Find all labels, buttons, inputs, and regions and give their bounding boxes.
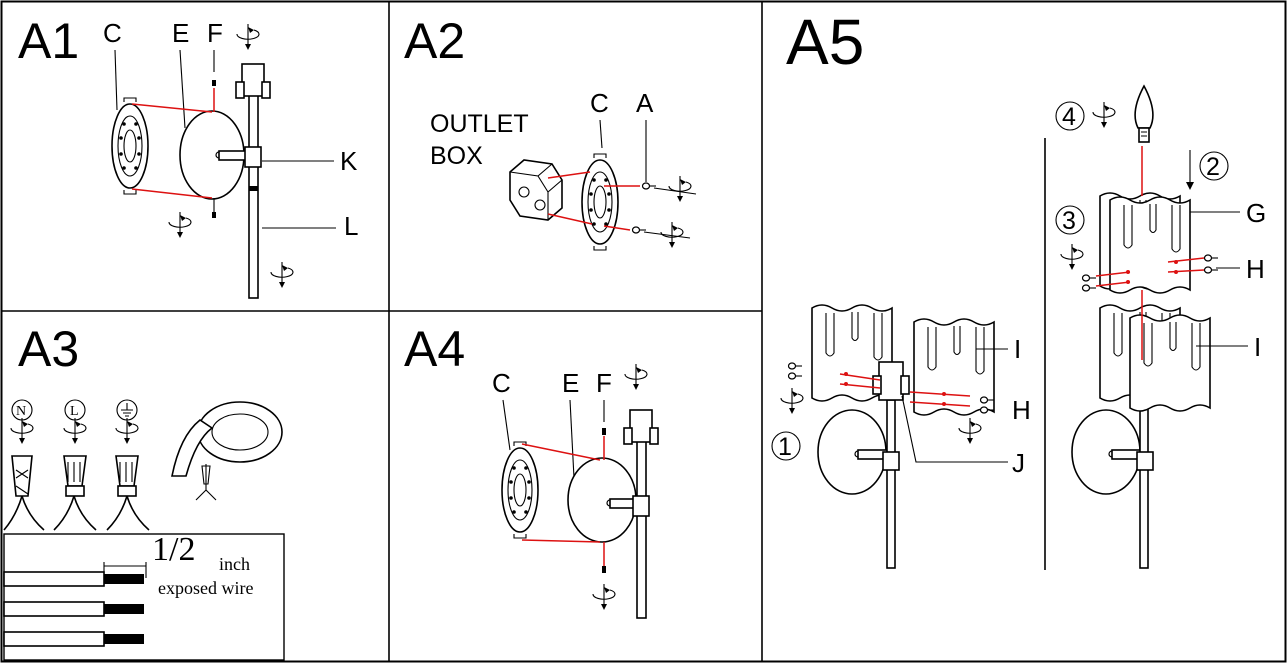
- electrical-tape: [171, 401, 283, 477]
- label-f: F: [207, 18, 223, 48]
- label-g: G: [1246, 198, 1266, 228]
- panel-a1: A1 C E F K L: [18, 13, 358, 299]
- ground-symbol: [116, 399, 138, 421]
- rotate-icon: [1060, 243, 1084, 271]
- strip-length-fraction: 1/2: [152, 531, 195, 568]
- step-2-3-4-assembly: [1060, 84, 1219, 569]
- svg-text:N: N: [16, 404, 26, 419]
- svg-text:4: 4: [1062, 103, 1076, 131]
- stripped-wire: [3, 571, 144, 587]
- rotate-icon: [10, 417, 34, 445]
- panel-title-a5: A5: [786, 6, 864, 78]
- label-e: E: [172, 18, 189, 48]
- stripped-wire: [3, 601, 144, 617]
- rotate-icon: [592, 583, 616, 611]
- svg-text:3: 3: [1062, 207, 1076, 235]
- panel-title-a4: A4: [404, 321, 465, 377]
- outlet-box-label-line1: OUTLET: [430, 110, 529, 138]
- mounting-plate: [501, 441, 539, 539]
- label-i: I: [1254, 332, 1261, 362]
- label-c: C: [590, 88, 609, 118]
- canopy: [179, 110, 250, 200]
- panel-a5: A5 1 I H J: [771, 6, 1266, 570]
- live-symbol: L: [64, 399, 86, 421]
- svg-text:1: 1: [778, 433, 792, 461]
- svg-text:2: 2: [1206, 153, 1220, 181]
- step-1-assembly: [780, 304, 995, 569]
- label-a: A: [636, 88, 654, 118]
- neutral-symbol: N: [11, 399, 33, 421]
- rotate-icon: [624, 363, 648, 391]
- wire-strip-box: [3, 533, 285, 661]
- wire-nut: [115, 455, 139, 497]
- svg-text:L: L: [70, 404, 79, 419]
- outlet-box-label-line2: BOX: [430, 142, 483, 170]
- mounting-plate: [581, 153, 619, 251]
- label-e: E: [562, 368, 579, 398]
- arm-tube: [623, 409, 659, 619]
- outlet-box: [509, 159, 563, 221]
- rotate-icon: [668, 175, 692, 203]
- rotate-icon: [780, 387, 804, 415]
- label-c: C: [492, 368, 511, 398]
- canopy: [567, 457, 641, 543]
- panel-title-a3: A3: [18, 321, 79, 377]
- panel-a4: A4 C E F: [404, 321, 659, 619]
- strip-length-caption: exposed wire: [158, 578, 253, 598]
- rotate-icon: [115, 417, 139, 445]
- label-j: J: [1012, 448, 1025, 478]
- label-h: H: [1246, 254, 1265, 284]
- panel-a2: A2 OUTLET BOX C A: [404, 13, 697, 251]
- stripped-wire: [3, 631, 144, 647]
- panel-a3: A3 N L: [3, 321, 285, 661]
- panel-title-a2: A2: [404, 13, 465, 69]
- strip-length-unit: inch: [219, 554, 250, 574]
- rotate-icon: [958, 417, 982, 445]
- step-2-marker: 2: [1199, 151, 1229, 181]
- step-4-marker: 4: [1055, 101, 1085, 131]
- label-k: K: [340, 146, 358, 176]
- label-h: H: [1012, 395, 1031, 425]
- wire-nut: [63, 455, 87, 497]
- glass-shade: [1109, 196, 1191, 294]
- label-c: C: [103, 18, 122, 48]
- step-1-marker: 1: [771, 431, 801, 461]
- bulb: [1134, 84, 1154, 143]
- arm-tube: [235, 63, 271, 299]
- label-f: F: [596, 368, 612, 398]
- wire-nut: [11, 455, 33, 497]
- step-3-marker: 3: [1055, 205, 1085, 235]
- rotate-icon: [270, 261, 294, 289]
- mounting-plate: [111, 97, 149, 195]
- rotate-icon: [236, 23, 260, 51]
- rotate-icon: [63, 417, 87, 445]
- label-l: L: [344, 211, 358, 241]
- panel-title-a1: A1: [18, 13, 79, 69]
- rotate-icon: [168, 211, 192, 239]
- label-i: I: [1014, 334, 1021, 364]
- rotate-icon: [1092, 101, 1116, 129]
